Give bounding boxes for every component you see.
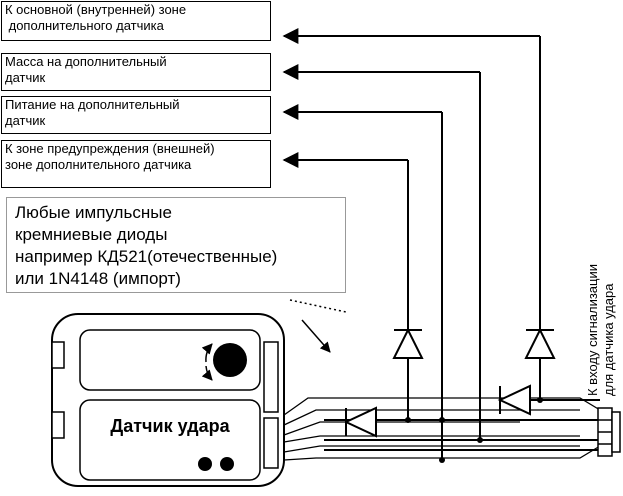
diode-vertical-1 <box>392 327 424 359</box>
label-power: Питание на дополнительный датчик <box>1 96 271 134</box>
note-pointer <box>289 299 347 353</box>
diode-horizontal-2 <box>497 384 531 416</box>
junction-dots <box>405 397 543 463</box>
alarm-input-label-line2: для датчика удара <box>601 283 616 396</box>
wires <box>282 28 600 460</box>
led-indicator <box>220 457 234 471</box>
cable-harness <box>283 397 601 461</box>
diode-vertical-2 <box>524 327 556 359</box>
label-inner-zone: К основной (внутренней) зоне дополнитель… <box>1 1 271 41</box>
sensor-title: Датчик удара <box>110 416 230 436</box>
alarm-input-label: К входу сигнализации для датчика удара <box>585 260 616 396</box>
diode-horizontal-1 <box>343 406 377 438</box>
diode-note: Любые импульсные кремниевые диоды наприм… <box>6 197 346 293</box>
label-outer-zone: К зоне предупреждения (внешней) зоне доп… <box>1 140 271 188</box>
led-indicator <box>198 457 212 471</box>
shock-sensor <box>51 313 285 487</box>
label-ground: Масса на дополнительный датчик <box>1 53 271 91</box>
alarm-connector <box>597 407 621 457</box>
sensitivity-knob <box>213 343 247 377</box>
alarm-input-label-line1: К входу сигнализации <box>585 264 600 396</box>
